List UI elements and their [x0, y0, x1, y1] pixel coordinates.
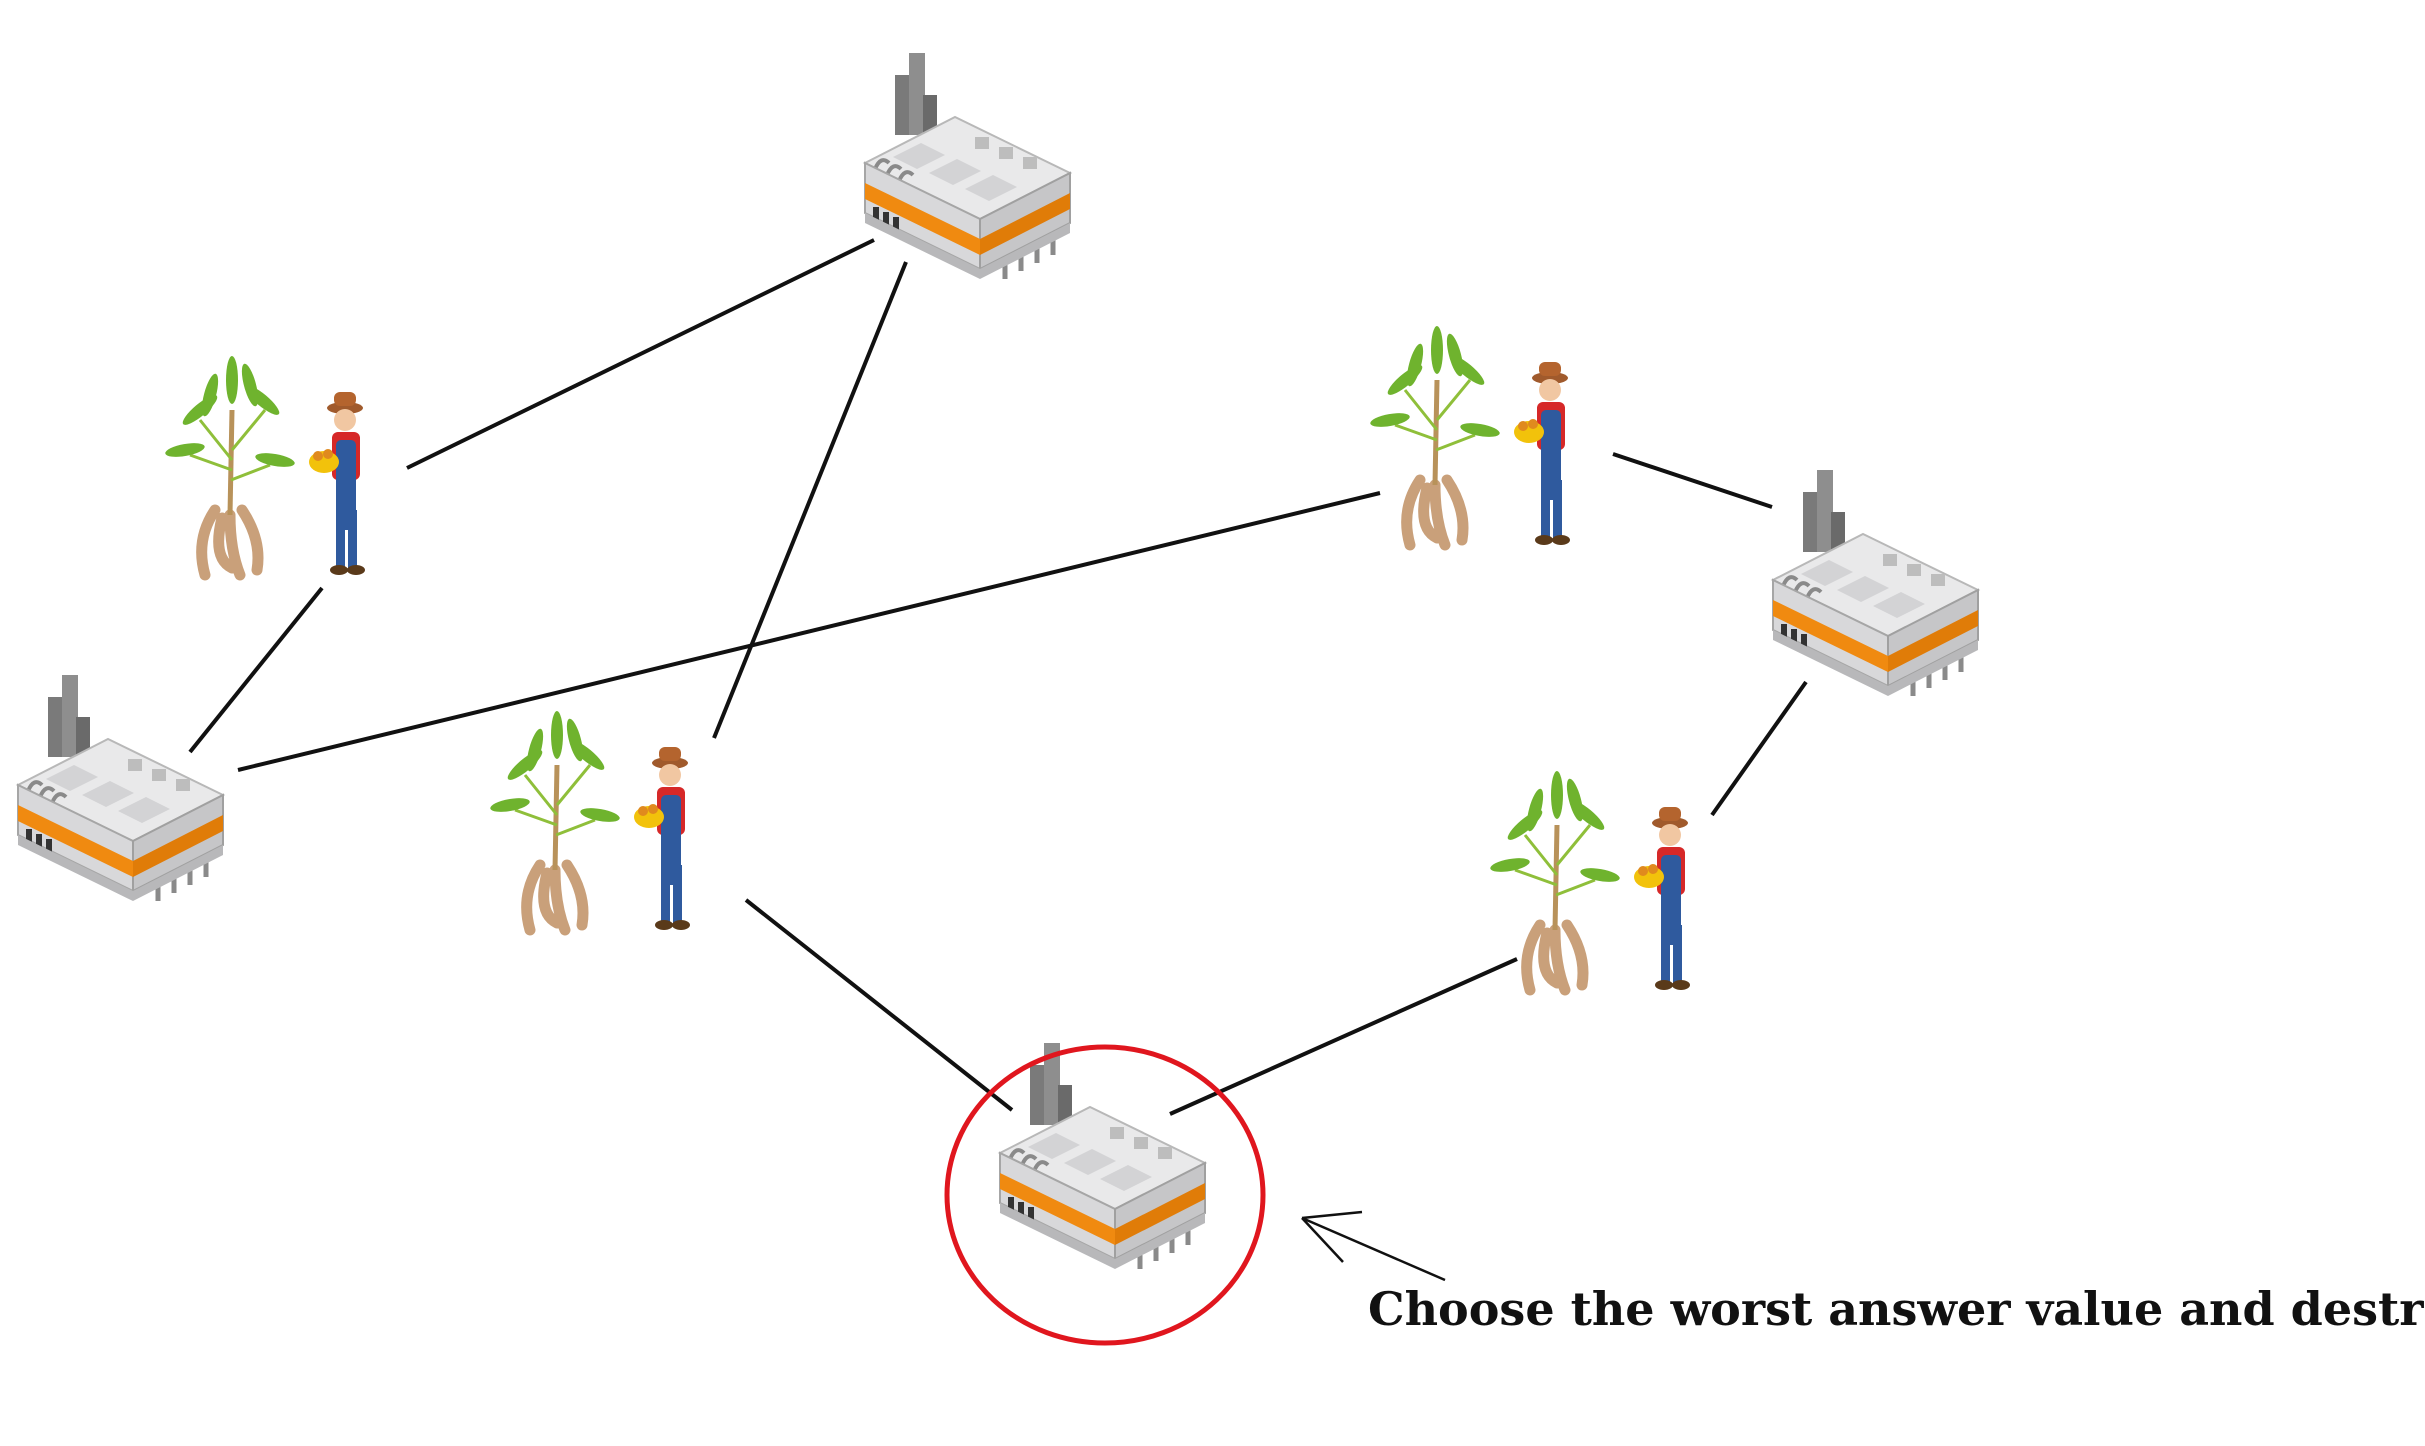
instruction-caption: Choose the worst answer value and destro… — [1368, 1282, 2425, 1336]
highlight-circle — [944, 1044, 1266, 1346]
edge-factory-right-farmer-lower-right — [1710, 680, 1808, 817]
factory-icon — [18, 675, 223, 901]
factory-bottom — [1000, 1043, 1205, 1269]
farmer-with-cassava-icon — [489, 711, 690, 930]
farmer-center — [489, 711, 690, 930]
farmer-upper-left — [164, 356, 365, 575]
factory-icon — [865, 53, 1070, 279]
farmer-with-cassava-icon — [1489, 771, 1690, 990]
farmer-with-cassava-icon — [164, 356, 365, 575]
edge-farmer-upper-right-factory-right — [1612, 452, 1773, 509]
factory-icon — [1773, 470, 1978, 696]
edge-factory-left-farmer-upper-right — [237, 491, 1381, 772]
factory-right — [1773, 470, 1978, 696]
edge-factory-bottom-farmer-lower-right — [1169, 957, 1518, 1116]
connection-lines — [188, 238, 1808, 1116]
edge-farmer-center-factory-bottom — [744, 898, 1014, 1112]
factory-top — [865, 53, 1070, 279]
edge-factory-top-farmer-center — [712, 261, 908, 739]
arrow-pointer-icon — [1301, 1210, 1446, 1282]
factory-icon — [1000, 1043, 1205, 1269]
farmer-with-cassava-icon — [1369, 326, 1570, 545]
edge-farmer-upper-left-factory-top — [406, 238, 875, 470]
edge-farmer-upper-left-factory-left — [188, 586, 324, 754]
farmer-lower-right — [1489, 771, 1690, 990]
factory-left — [18, 675, 223, 901]
farmer-upper-right — [1369, 326, 1570, 545]
